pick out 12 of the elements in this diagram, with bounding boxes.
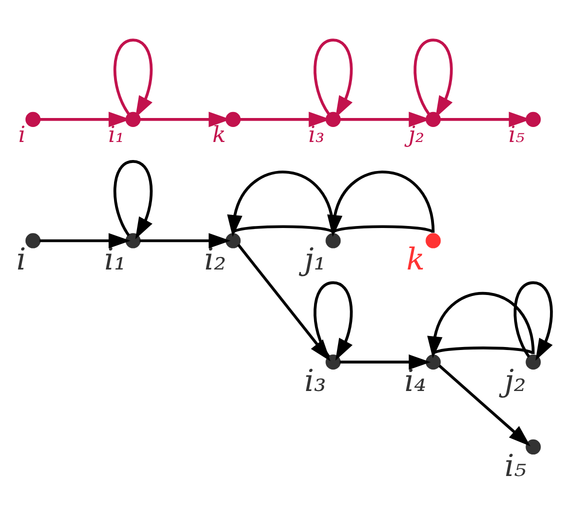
node-label: i: [18, 121, 26, 148]
node-label: i₅: [504, 448, 526, 484]
node-label: i₃: [304, 363, 326, 398]
node-label: i₁: [104, 242, 126, 278]
node-label: k: [212, 121, 226, 148]
node-label: i₃: [308, 121, 324, 148]
node-label: i₂: [204, 242, 226, 278]
node-label: i: [16, 242, 26, 278]
node-label: i₅: [508, 121, 525, 148]
node-label: i₁: [108, 121, 124, 148]
node-label: i₄: [404, 363, 426, 398]
node-label: k: [406, 242, 425, 278]
